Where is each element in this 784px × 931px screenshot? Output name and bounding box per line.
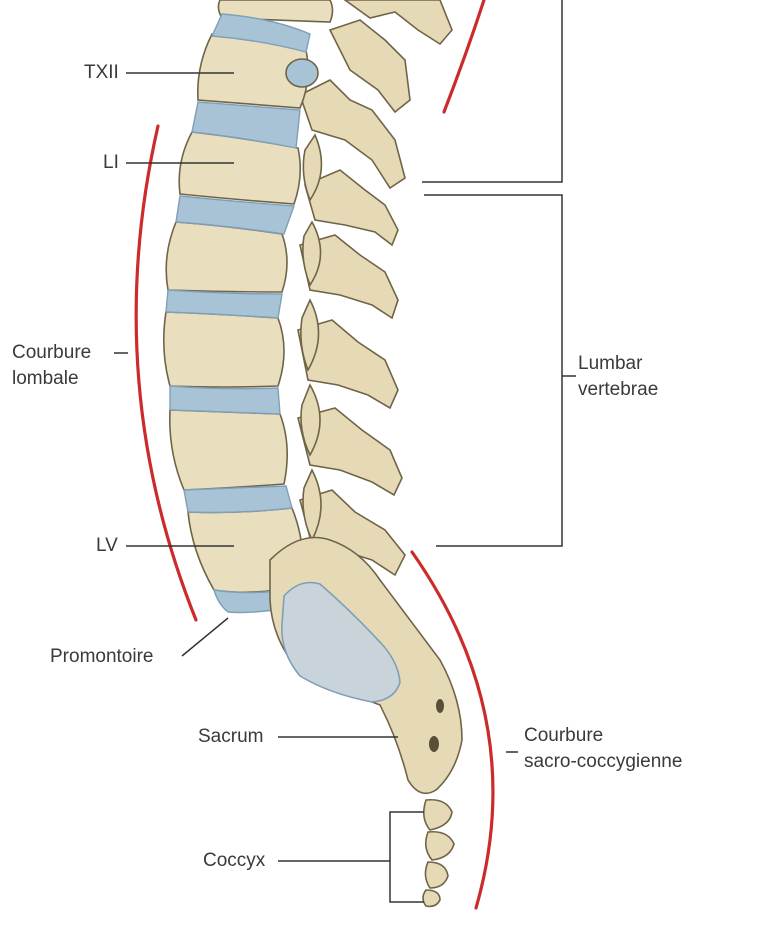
label-sacrum: Sacrum [198,726,264,747]
label-lumbar-line1: Lumbar [578,353,643,374]
label-sacro-line1: Courbure [524,725,604,746]
label-sacro-line2: sacro-coccygienne [524,751,683,772]
label-coccyx: Coccyx [203,850,266,871]
label-courbure-sacro-coccygienne: Courbure sacro-coccygienne [524,723,682,775]
label-lv: LV [96,535,118,556]
label-courbure-lombale: Courbure lombale [12,340,91,392]
sacrum-coccyx [269,536,463,908]
posterior-elements [297,0,453,577]
curvature-lines [134,0,495,910]
label-lumbar-line2: vertebrae [578,379,659,400]
label-li: LI [103,152,119,173]
foramen-ring [285,58,319,88]
leader-lines [114,0,576,903]
label-courbure-lombale-line2: lombale [12,368,79,389]
label-promontoire: Promontoire [50,646,154,667]
intervertebral-discs [165,13,311,614]
label-txii: TXII [84,62,119,83]
label-courbure-lombale-line1: Courbure [12,342,92,363]
label-lumbar-vertebrae: Lumbar vertebrae [578,351,658,403]
